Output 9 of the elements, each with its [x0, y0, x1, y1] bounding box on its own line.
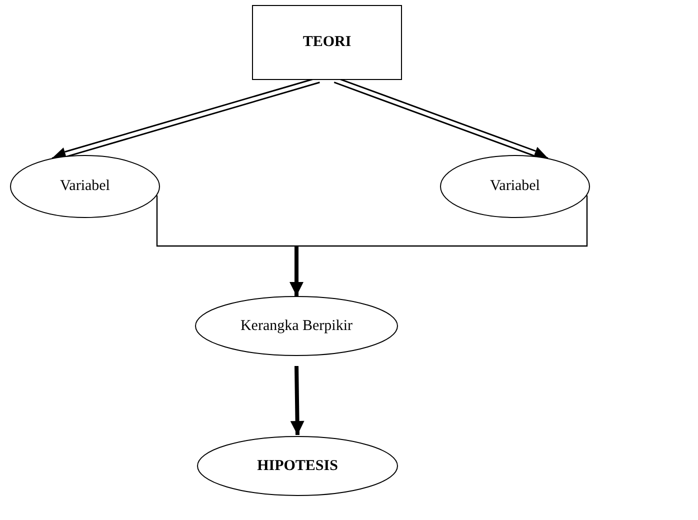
- node-label: TEORI: [302, 34, 352, 51]
- connector-line: [296, 195, 588, 247]
- node-label: Kerangka Berpikir: [240, 318, 353, 334]
- node-label: HIPOTESIS: [257, 458, 338, 474]
- arrow: [290, 246, 304, 296]
- connector-line: [156, 195, 296, 247]
- arrow: [290, 366, 304, 436]
- node-label: Variabel: [490, 178, 540, 195]
- node-label: Variabel: [60, 178, 110, 195]
